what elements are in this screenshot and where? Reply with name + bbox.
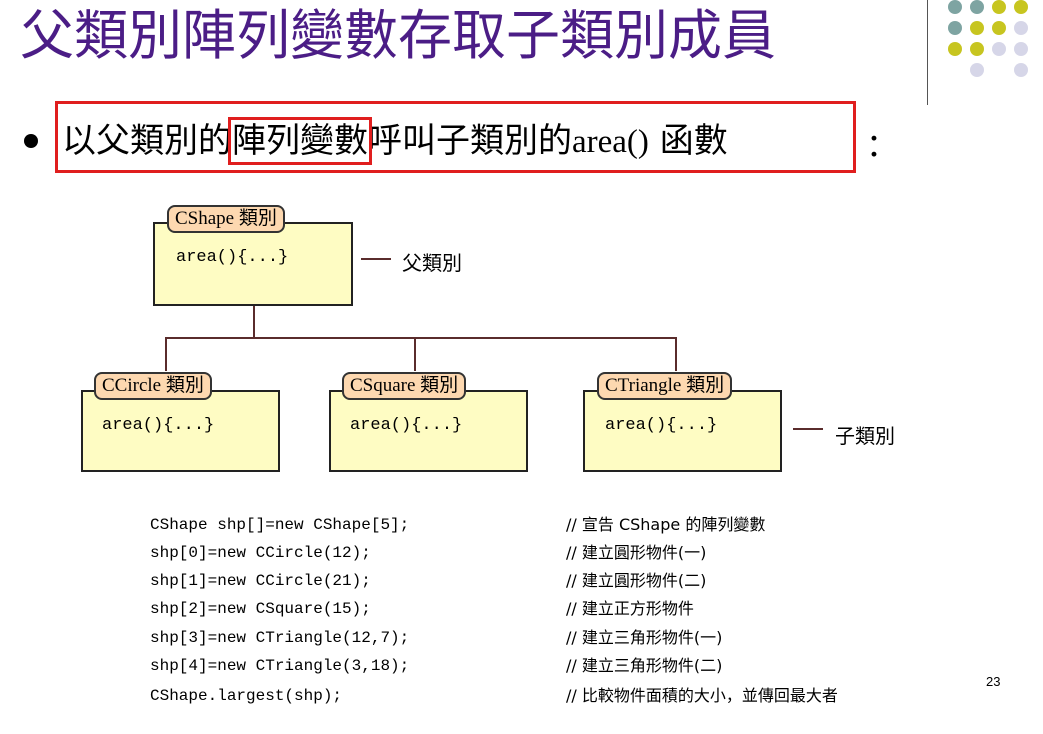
child-class-code: area(){...} [102,416,215,435]
bullet-icon [24,134,38,148]
code-line: shp[2]=new CSquare(15); [150,600,371,618]
code-line: CShape shp[]=new CShape[5]; [150,516,410,534]
bullet-mid: 呼叫子類別的 [368,121,572,161]
code-line: shp[1]=new CCircle(21); [150,572,371,590]
code-comment: // 建立三角形物件(一) [566,628,723,647]
bullet-post: 函數 [648,121,728,161]
dot-icon [992,21,1006,35]
code-comment: // 比較物件面積的大小，並傳回最大者 [566,686,838,705]
page-number: 23 [986,674,1001,689]
highlight-frame [55,101,856,173]
bullet-colon: ： [866,126,899,164]
dot-icon [992,42,1006,56]
code-line: shp[0]=new CCircle(12); [150,544,371,562]
dot-icon [948,21,962,35]
children-label: 子類別 [835,424,895,448]
connector-line [253,306,255,338]
dot-icon [970,21,984,35]
connector-line [414,337,416,371]
dot-icon [1014,21,1028,35]
child-class-tag: CCircle 類別 [94,372,212,400]
dot-icon [992,0,1006,14]
code-comment: // 建立三角形物件(二) [566,656,723,675]
parent-class-tag: CShape 類別 [167,205,285,233]
dot-icon [1014,0,1028,14]
code-comment: // 建立圓形物件(二) [566,571,707,590]
dot-icon [1014,63,1028,77]
bullet-highlight: 陣列變數 [228,117,372,165]
connector-line [675,337,677,371]
code-comment: // 宣告 CShape 的陣列變數 [566,515,766,534]
parent-label: 父類別 [402,251,462,275]
code-line: shp[3]=new CTriangle(12,7); [150,629,410,647]
parent-class-box [153,222,353,306]
code-comment: // 建立正方形物件 [566,599,694,618]
dot-icon [948,0,962,14]
child-class-code: area(){...} [605,416,718,435]
bullet-text: 以父類別的陣列變數呼叫子類別的area() 函數 [62,117,728,165]
code-comment: // 建立圓形物件(一) [566,543,707,562]
child-class-tag: CSquare 類別 [342,372,467,400]
parent-class-code: area(){...} [176,248,289,267]
connector-line [165,337,167,371]
dot-icon [1014,42,1028,56]
dot-icon [948,42,962,56]
dot-icon [970,0,984,14]
children-label-line [793,428,823,430]
child-class-tag: CTriangle 類別 [597,372,733,400]
dot-icon [970,42,984,56]
dot-icon [970,63,984,77]
child-class-code: area(){...} [350,416,463,435]
code-line: CShape.largest(shp); [150,687,343,705]
slide-title: 父類別陣列變數存取子類別成員 [20,4,776,67]
bullet-pre: 以父類別的 [62,121,232,161]
bullet-func: area() [572,124,649,160]
code-line: shp[4]=new CTriangle(3,18); [150,657,410,675]
title-divider [927,0,928,105]
parent-label-line [361,258,391,260]
connector-line [165,337,677,339]
